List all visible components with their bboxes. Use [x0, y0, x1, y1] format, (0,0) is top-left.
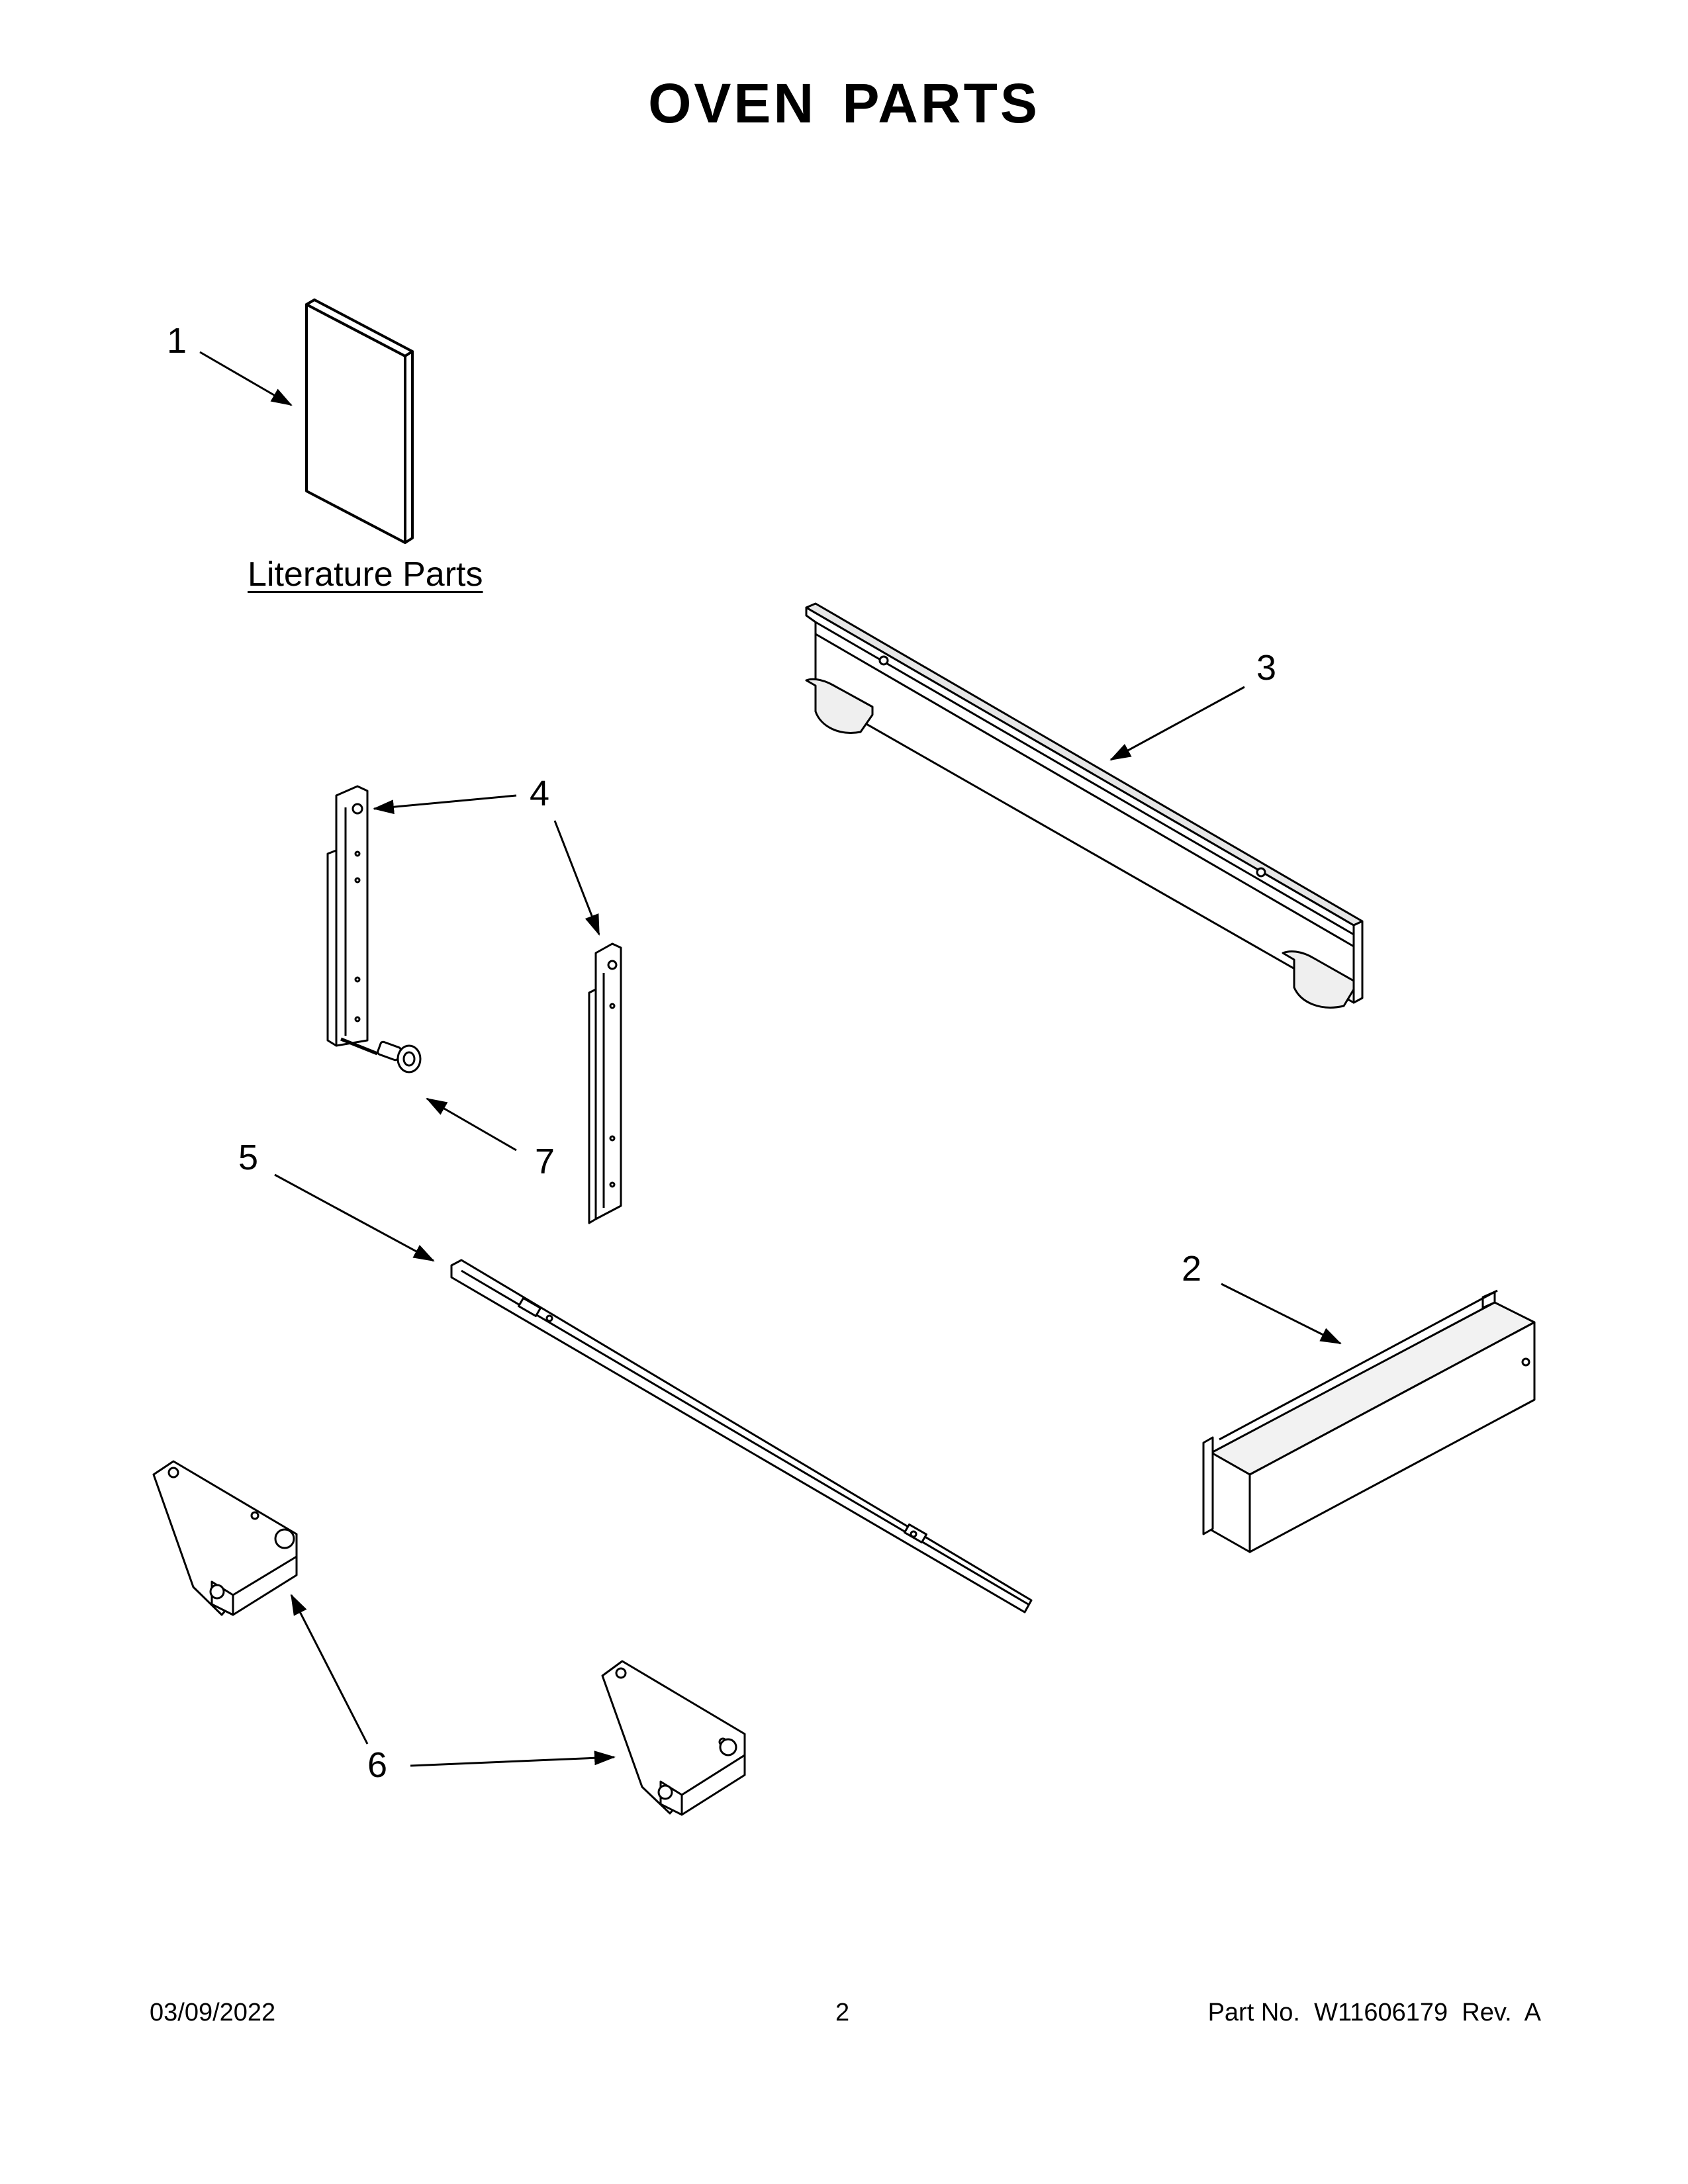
control-box [1202, 1289, 1536, 1553]
mounting-bracket-upper [152, 1460, 298, 1616]
footer-part-number: Part No. W11606179 Rev. A [1207, 1999, 1541, 2026]
leader-5 [274, 1173, 435, 1262]
front-rail [450, 1259, 1033, 1614]
leader-4b [553, 820, 600, 936]
literature-booklet [305, 298, 414, 544]
leader-2 [1221, 1283, 1342, 1345]
leader-6b [410, 1751, 616, 1767]
literature-parts-label: Literature Parts [248, 555, 483, 594]
leader-7 [426, 1097, 517, 1152]
mounting-bracket-lower [601, 1660, 746, 1816]
callout-6: 6 [367, 1745, 388, 1785]
callout-5: 5 [238, 1138, 259, 1177]
leader-1 [199, 351, 293, 406]
footer-date: 03/09/2022 [150, 1999, 276, 2026]
rear-rail [805, 602, 1364, 1009]
page-title: OVEN PARTS [648, 72, 1040, 134]
footer-page-number: 2 [835, 1999, 850, 2026]
callout-7: 7 [535, 1142, 555, 1181]
side-bracket-left [326, 785, 378, 1056]
screw [377, 1040, 422, 1073]
side-bracket-right [588, 942, 622, 1224]
callout-1: 1 [167, 321, 187, 361]
leader-lines [199, 351, 1342, 1767]
leader-4a [373, 794, 517, 815]
leader-3 [1109, 686, 1245, 761]
leader-6a [290, 1594, 369, 1745]
callout-2: 2 [1182, 1249, 1202, 1289]
callout-4: 4 [530, 774, 550, 813]
callout-3: 3 [1256, 648, 1277, 688]
